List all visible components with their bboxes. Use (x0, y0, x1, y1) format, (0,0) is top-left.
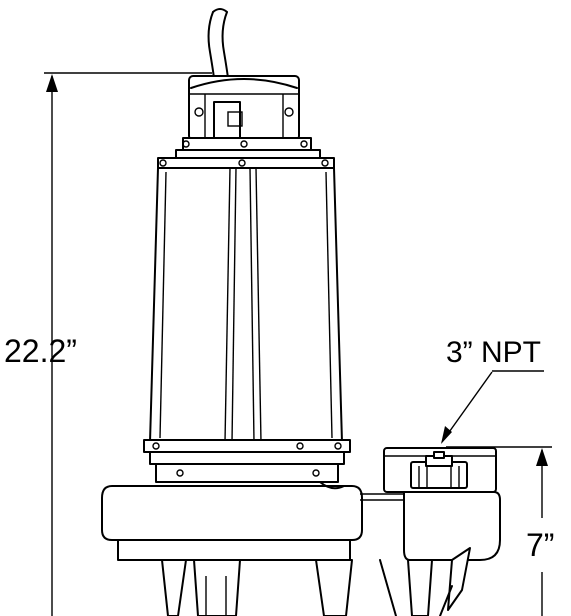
discharge-height-dimension (446, 446, 552, 616)
discharge-size-label: 3” NPT (446, 336, 541, 369)
overall-height-dimension (44, 72, 212, 616)
lifting-handle (188, 75, 300, 141)
volute-casing (101, 481, 420, 561)
pump-base-legs (161, 547, 471, 616)
lower-flange (143, 439, 351, 483)
discharge-height-label: 7” (526, 527, 554, 563)
discharge-size-leader (441, 371, 493, 444)
discharge-outlet (383, 447, 501, 561)
power-cord (207, 8, 229, 79)
motor-top-cap (157, 137, 335, 169)
motor-housing (149, 167, 343, 443)
overall-height-label: 22.2” (4, 333, 77, 369)
